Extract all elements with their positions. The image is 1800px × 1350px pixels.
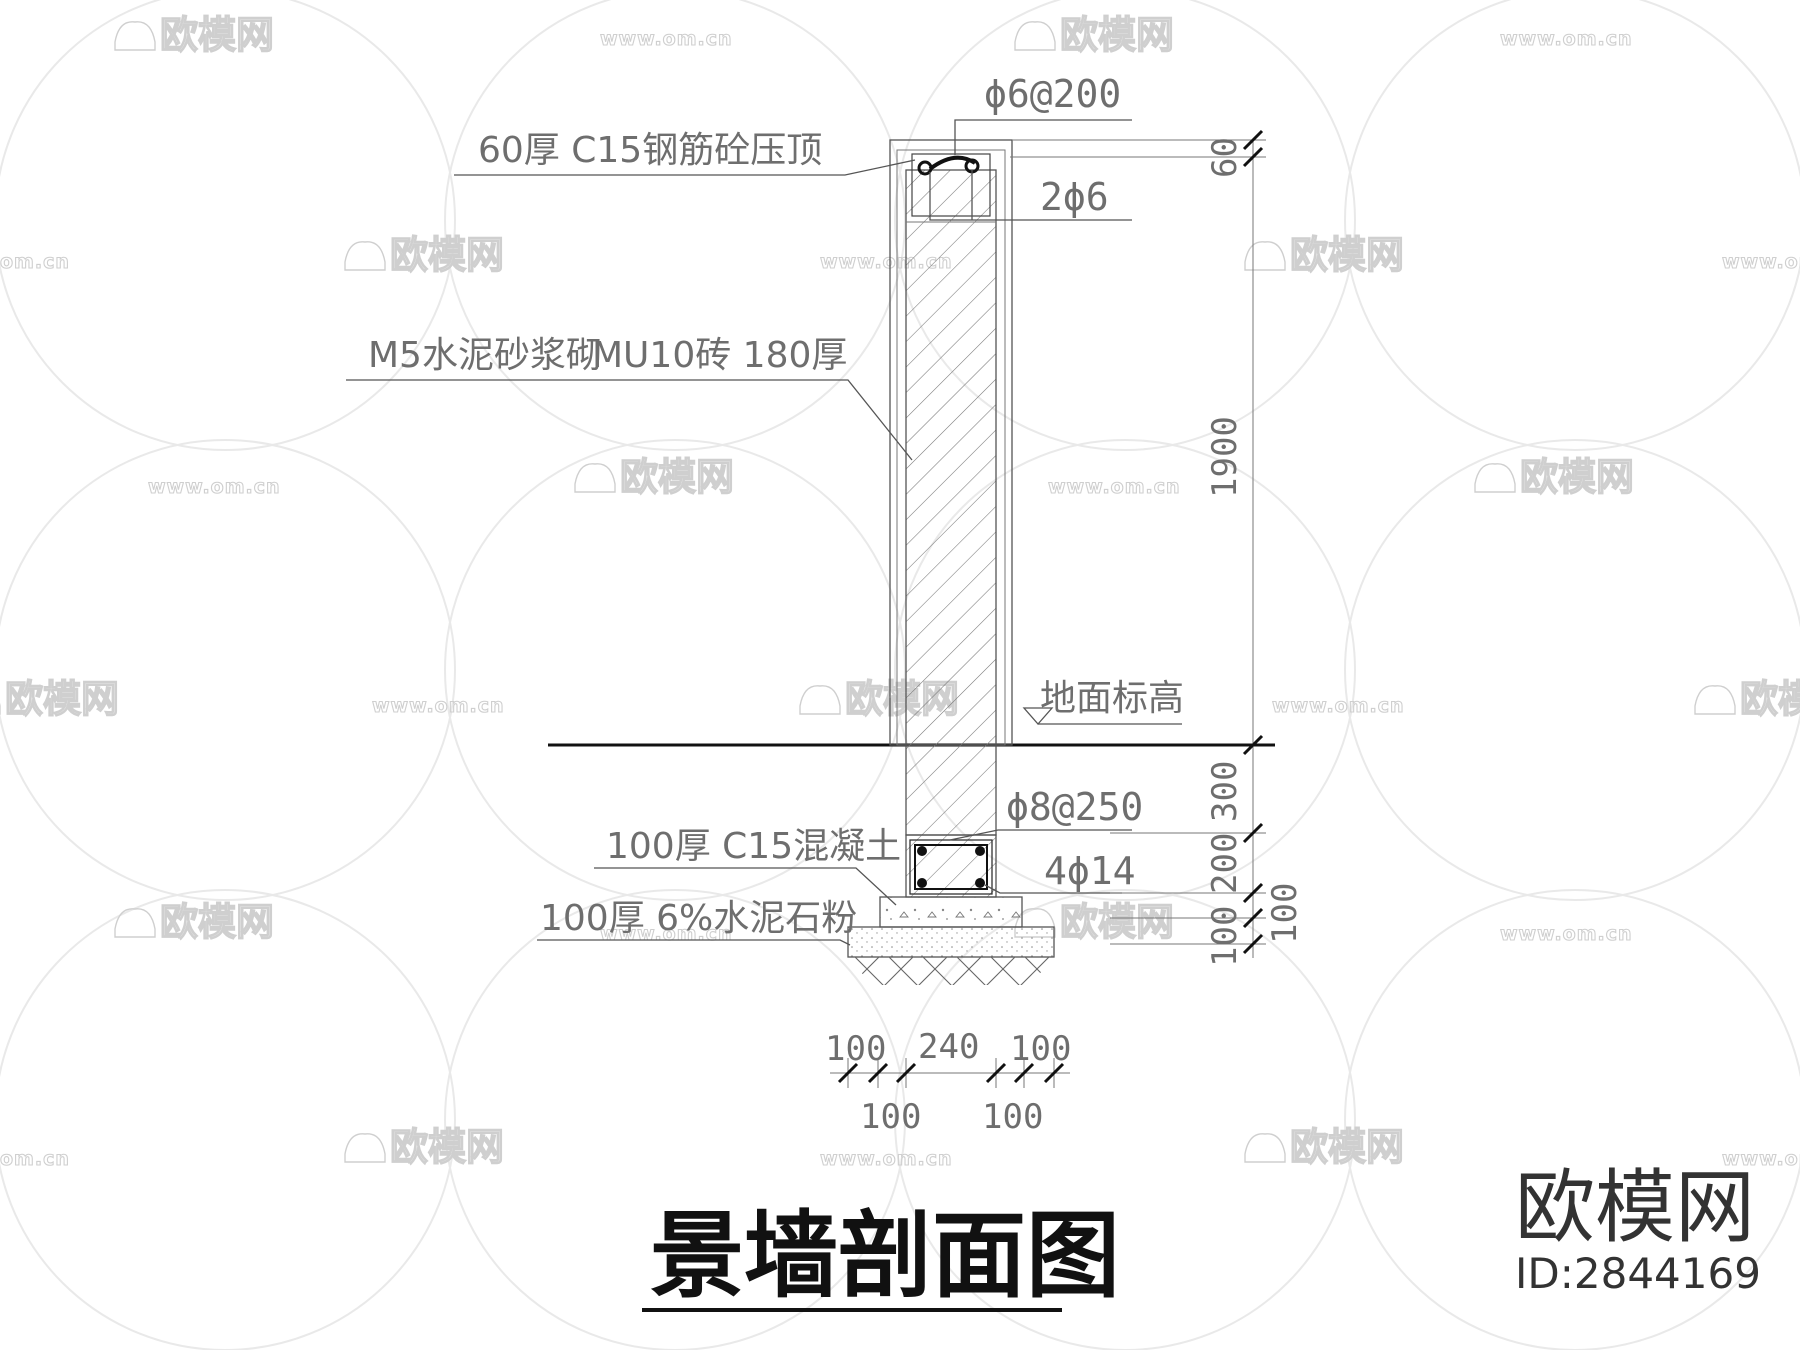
watermark-sofa-icon [1474,463,1516,493]
watermark-url: www.om.cn [1722,1148,1800,1170]
watermark-circle [894,439,1356,901]
horizontal-dimensions: 100 240 100 100 100 [825,1027,1071,1137]
dim-coping: 60 [1205,137,1245,178]
dim-footing: 200 [1205,833,1245,894]
watermark-url: www.om.cn [1500,923,1633,945]
watermark-sofa-icon [1694,685,1736,715]
label-footing-concrete: 100厚 C15混凝土 [606,826,901,867]
label-coping-main-rebar: 2ϕ6 [1040,175,1109,219]
watermark-circle [0,0,456,451]
label-coping-stirrup: ϕ6@200 [984,72,1121,116]
label-wall-brick: MU10砖 180厚 [592,335,847,376]
watermark-url: www.om.cn [1048,476,1181,498]
watermark-circle [894,889,1356,1350]
watermark-logo: 欧模网 [620,455,734,499]
label-wall-mortar: M5水泥砂浆砌 [368,335,602,376]
dim-bottom-left: 100 [860,1097,921,1137]
dim-top-middle: 240 [918,1027,979,1067]
watermark-logo: 欧模网 [5,677,119,721]
watermark-logo: 欧模网 [1740,677,1800,721]
watermark-url: www.om.cn [1272,695,1405,717]
watermark-logo: 欧模网 [1060,13,1174,57]
watermark-logo: 欧模网 [1060,900,1174,944]
watermark-sofa-icon [799,685,841,715]
annotations: ϕ6@200 60厚 C15钢筋砼压顶 2ϕ6 M5水泥砂浆砌 MU10砖 18… [346,72,1184,946]
watermark-url: www.om.cn [148,476,281,498]
watermark-circle [444,889,906,1350]
watermark-url: www.om.cn [1722,251,1800,273]
watermark-sofa-icon [344,1133,386,1163]
vertical-dimensions: 60 1900 300 200 100 100 [1010,129,1305,967]
watermark-url: www.om.cn [820,1148,953,1170]
wall-section [889,139,1013,836]
drawing-title: 景墙剖面图 [650,1202,1120,1311]
watermark-circle [0,889,456,1350]
base-layer [847,926,1055,958]
label-footing-main-rebar: 4ϕ14 [1044,849,1136,893]
brand-id: ID:2844169 [1515,1249,1761,1298]
watermark-logo: 欧模网 [390,233,504,277]
dim-bottom-right: 100 [982,1097,1043,1137]
label-footing-stirrup: ϕ8@250 [1006,785,1143,829]
watermark-circle [894,0,1356,451]
watermark-url: om.cn [0,1148,70,1170]
watermark-sofa-icon [114,21,156,51]
watermark-url: om.cn [0,251,70,273]
earth-fill [848,957,1054,985]
watermark-logo: 欧模网 [160,900,274,944]
dim-wall: 1900 [1205,416,1245,498]
watermark-sofa-icon [1014,21,1056,51]
label-ground-level: 地面标高 [1040,678,1184,719]
brand-name: 欧模网 [1515,1161,1755,1254]
watermark-logo: 欧模网 [1290,233,1404,277]
watermark-logo: 欧模网 [160,13,274,57]
concrete-pad [879,896,1023,928]
watermark-sofa-icon [574,463,616,493]
watermark-sofa-icon [344,241,386,271]
dim-concrete-pad: 100 [1205,906,1245,967]
watermark-circle [0,439,456,901]
watermark-url: www.om.cn [1500,28,1633,50]
watermark-logo: 欧模网 [390,1125,504,1169]
dim-top-right: 100 [1010,1029,1071,1069]
label-coping: 60厚 C15钢筋砼压顶 [478,130,822,171]
dim-top-left: 100 [825,1029,886,1069]
watermark-circle [1344,439,1800,901]
label-base-layer: 100厚 6%水泥石粉 [540,898,857,939]
watermark-sofa-icon [1244,241,1286,271]
watermark-sofa-icon [1244,1133,1286,1163]
watermark-url: www.om.cn [372,695,505,717]
watermark-circle [444,439,906,901]
watermark-circle [444,0,906,451]
watermark-circle [1344,889,1800,1350]
watermark-logo: 欧模网 [1520,455,1634,499]
watermark-url: www.om.cn [600,28,733,50]
watermark-circle [1344,0,1800,451]
dim-combined: 100 [1265,883,1305,944]
footing [905,834,997,898]
watermark-logo: 欧模网 [1290,1125,1404,1169]
watermark-sofa-icon [114,908,156,938]
dim-below-ground: 300 [1205,761,1245,822]
